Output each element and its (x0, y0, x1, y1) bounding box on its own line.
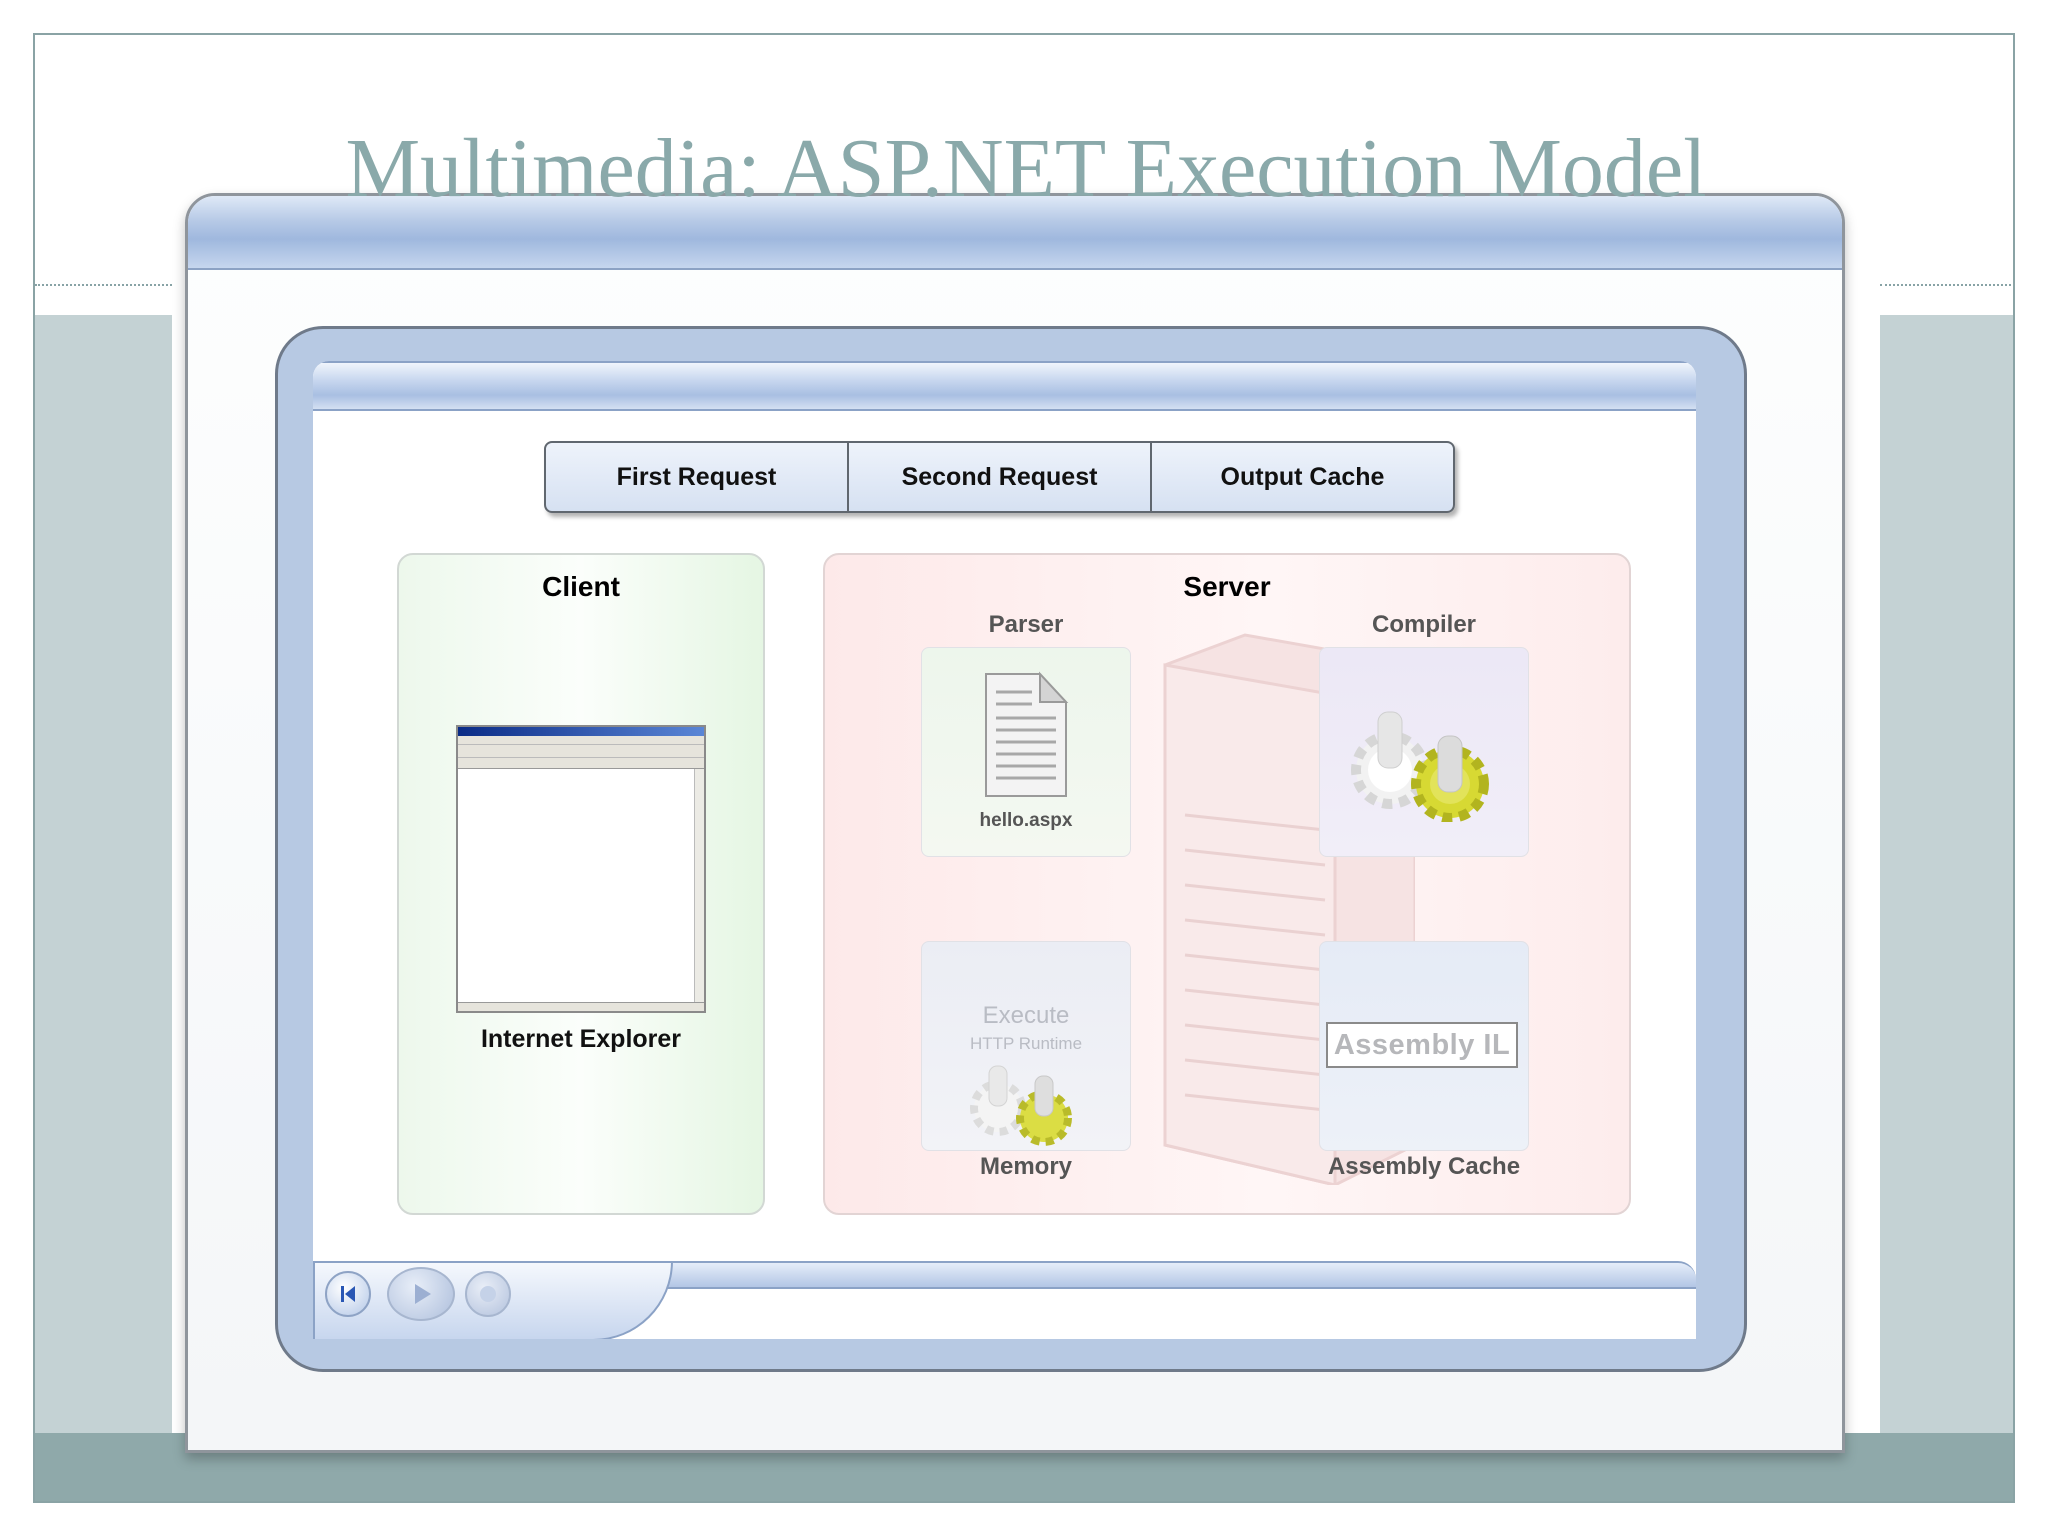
divider-left (35, 284, 172, 286)
playback-controls (313, 1261, 1696, 1339)
play-button[interactable] (387, 1267, 455, 1321)
browser-titlebar (458, 727, 704, 736)
server-panel: Server Parser Compiler Memory Assembly C… (823, 553, 1631, 1215)
rewind-button[interactable] (325, 1271, 371, 1317)
client-title: Client (542, 571, 620, 602)
slide: First Request Second Request Output Cach… (33, 33, 2015, 1503)
player-title-bar (188, 196, 1842, 270)
canvas-top-bar (313, 361, 1696, 411)
gears-icon (1351, 711, 1489, 822)
parser-tile: hello.aspx (921, 647, 1131, 857)
tab-output-cache[interactable]: Output Cache (1220, 462, 1385, 491)
assembly-il-box: Assembly IL (1326, 1022, 1518, 1068)
server-title: Server (1183, 571, 1271, 602)
file-name: hello.aspx (979, 810, 1073, 831)
play-icon (415, 1284, 431, 1304)
runtime-label: HTTP Runtime (969, 1034, 1083, 1053)
request-tabs: First Request Second Request Output Cach… (544, 441, 1455, 513)
browser-address-bar (458, 758, 704, 769)
assembly-cache-label: Assembly Cache (1327, 1153, 1521, 1180)
memory-label: Memory (979, 1153, 1073, 1180)
memory-tile: Execute HTTP Runtime (921, 941, 1131, 1151)
slide-title: Multimedia: ASP.NET Execution Model (345, 122, 1707, 215)
assembly-cache-tile: Assembly IL (1319, 941, 1529, 1151)
browser-toolbar (458, 745, 704, 758)
runtime-gears-icon (970, 1065, 1072, 1146)
browser-status-bar (458, 1002, 704, 1011)
media-player: First Request Second Request Output Cach… (185, 193, 1845, 1453)
execute-label: Execute (982, 1002, 1070, 1029)
next-button[interactable] (465, 1271, 511, 1317)
document-icon (985, 671, 1069, 797)
divider-right (1880, 284, 2013, 286)
client-panel: Client Internet Explorer (397, 553, 765, 1215)
rewind-icon (341, 1286, 355, 1302)
control-pod (313, 1261, 673, 1339)
parser-label: Parser (988, 611, 1064, 638)
tab-first-request[interactable]: First Request (546, 443, 849, 511)
player-screen-frame: First Request Second Request Output Cach… (275, 326, 1747, 1372)
next-icon (480, 1286, 496, 1302)
browser-scrollbar (694, 769, 704, 1003)
compiler-label: Compiler (1371, 611, 1476, 638)
browser-window-icon (456, 725, 706, 1013)
side-band-left (35, 315, 172, 1435)
tab-second-request[interactable]: Second Request (849, 443, 1152, 511)
animation-canvas: First Request Second Request Output Cach… (313, 361, 1696, 1339)
side-band-right (1880, 315, 2013, 1435)
browser-menubar (458, 736, 704, 745)
browser-label: Internet Explorer (480, 1025, 682, 1053)
compiler-tile (1319, 647, 1529, 857)
progress-track (513, 1261, 1696, 1289)
